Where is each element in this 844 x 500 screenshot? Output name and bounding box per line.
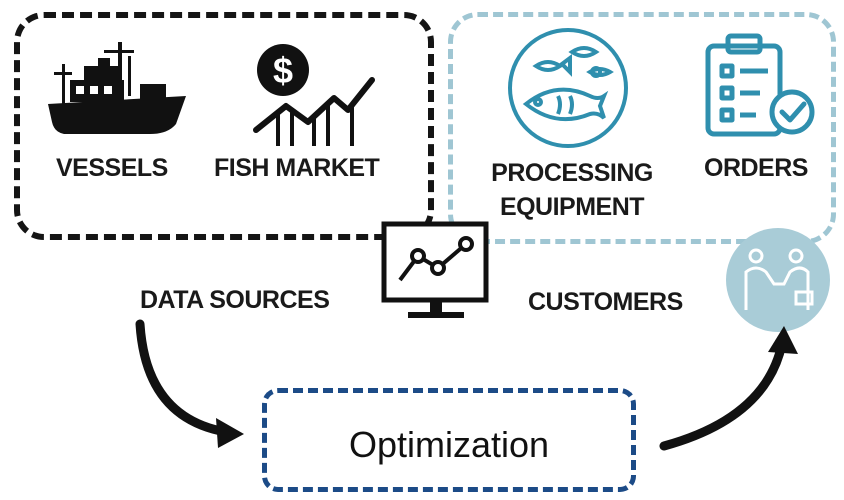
optimization-label: Optimization — [348, 424, 550, 465]
data-sources-group-box — [14, 12, 434, 240]
svg-text:$: $ — [273, 50, 293, 91]
arrow-to-optimization — [135, 319, 231, 437]
data-sources-label: DATA SOURCES — [140, 286, 330, 314]
orders-label: ORDERS — [704, 154, 808, 182]
optimization-box — [262, 388, 636, 492]
arrowhead-customers — [768, 326, 798, 354]
arrowhead-optimization — [216, 418, 244, 448]
customers-label: CUSTOMERS — [528, 288, 683, 316]
fish-market-label: FISH MARKET — [214, 154, 380, 182]
processing-equipment-label: PROCESSING EQUIPMENT — [474, 156, 670, 224]
customers-group-box — [448, 12, 836, 244]
processing-label-line2: EQUIPMENT — [499, 193, 645, 221]
vessels-label: VESSELS — [56, 154, 168, 182]
arrow-to-customers — [659, 339, 787, 451]
processing-label-line1: PROCESSING — [491, 159, 653, 187]
